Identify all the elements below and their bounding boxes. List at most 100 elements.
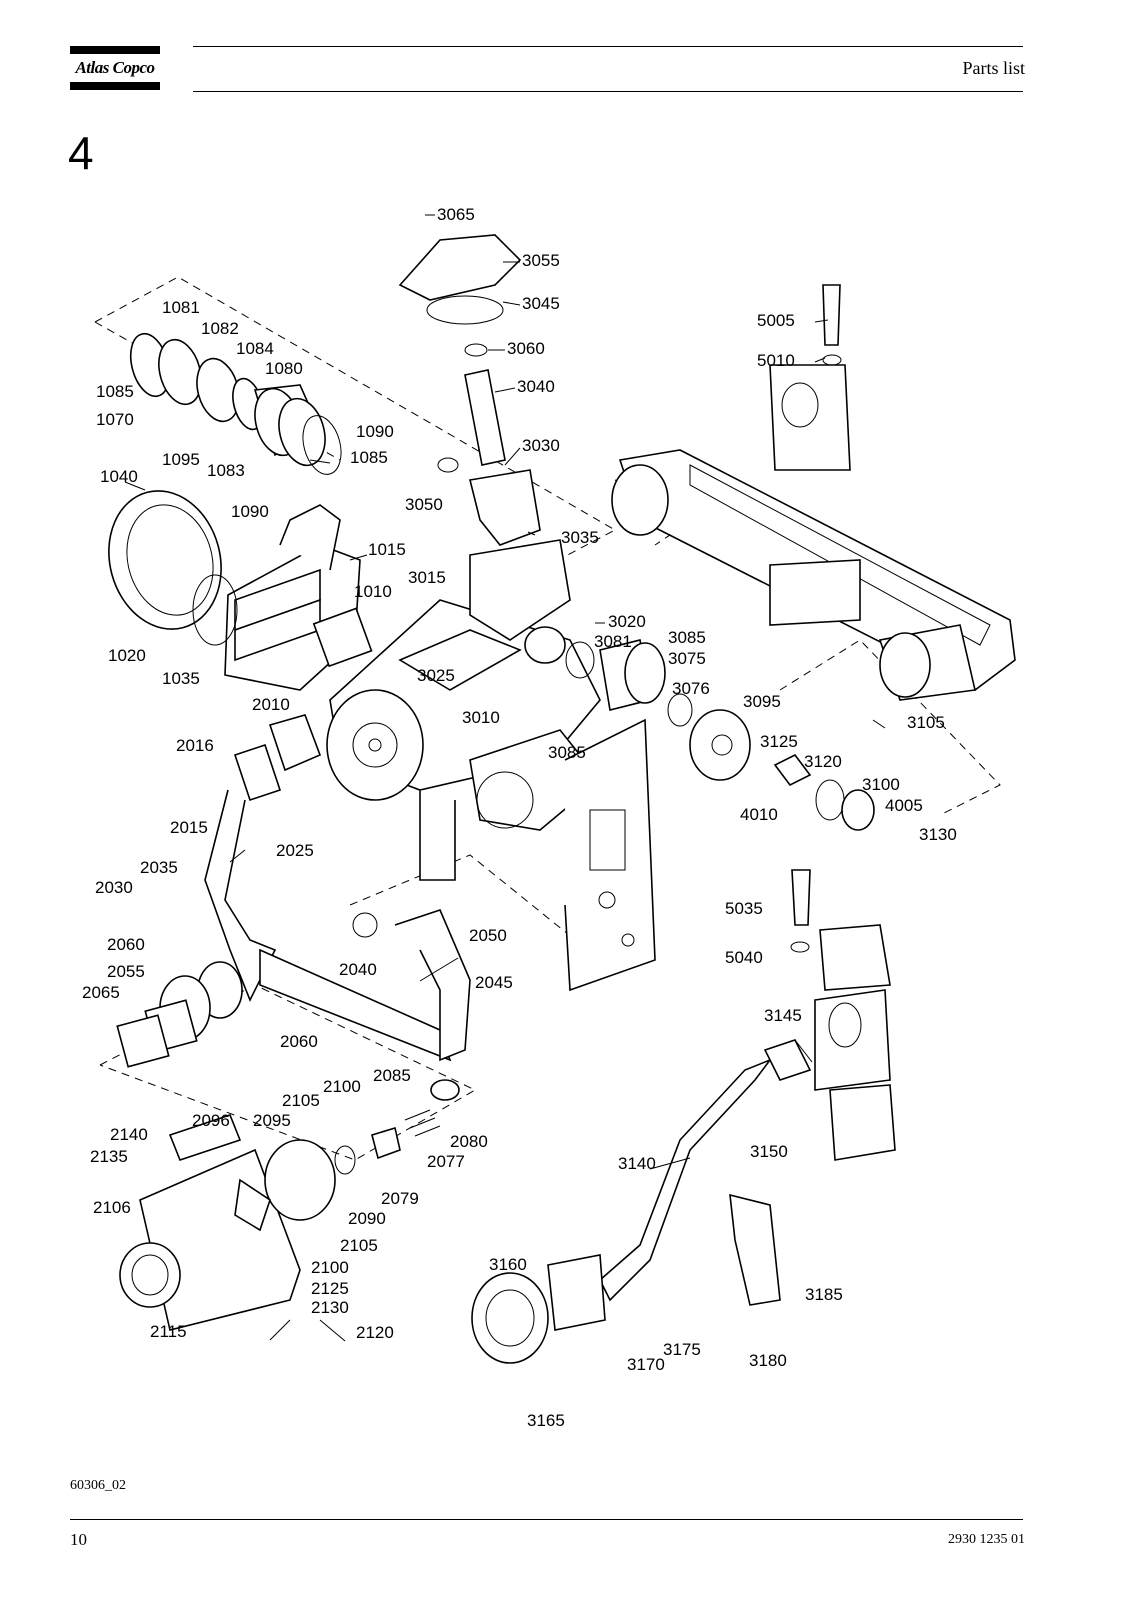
part-label: 2016 [176, 736, 214, 755]
part-label: 3130 [919, 825, 957, 844]
part-label: 3100 [862, 775, 900, 794]
part-label: 3010 [462, 708, 500, 727]
part-label: 2030 [95, 878, 133, 897]
part-label: 3185 [805, 1285, 843, 1304]
part-label: 2085 [373, 1066, 411, 1085]
part-label: 1090 [231, 502, 269, 521]
part-label: 3055 [522, 251, 560, 270]
part-label: 2115 [150, 1322, 187, 1341]
part-label: 1090 [356, 422, 394, 441]
part-label: 2096 [192, 1111, 230, 1130]
part-label: 3165 [527, 1411, 565, 1430]
part-label: 3105 [907, 713, 945, 732]
part-label: 2060 [280, 1032, 318, 1051]
part-label: 2120 [356, 1323, 394, 1342]
part-label: 3015 [408, 568, 446, 587]
part-label: 5005 [757, 311, 795, 330]
connection-flanges [116, 961, 243, 1068]
inlet-filter-cover [108, 490, 238, 646]
part-label: 2055 [107, 962, 145, 981]
air-inlet-hose-parts [129, 332, 342, 475]
thermostatic-valve-parts [565, 639, 875, 831]
part-label: 1035 [162, 669, 200, 688]
unloader-assembly [398, 234, 571, 664]
cooler-frame [611, 284, 1016, 701]
part-label: 2100 [323, 1077, 361, 1096]
atlas-copco-logo: Atlas Copco [70, 46, 160, 90]
part-label: 3060 [507, 339, 545, 358]
part-label: 3125 [760, 732, 798, 751]
part-label: 2050 [469, 926, 507, 945]
discharge-pipe-assembly [471, 1039, 812, 1364]
part-label: 2025 [276, 841, 314, 860]
part-label: 2140 [110, 1125, 148, 1144]
part-label: 1040 [100, 467, 138, 486]
part-label: 1070 [96, 410, 134, 429]
part-label: 2079 [381, 1189, 419, 1208]
part-label: 1084 [236, 339, 274, 358]
mounting-bracket [729, 1193, 781, 1306]
part-label: 1080 [265, 359, 303, 378]
part-label: 1010 [354, 582, 392, 601]
part-label: 1082 [201, 319, 239, 338]
part-label: 2065 [82, 983, 120, 1002]
part-label: 2125 [311, 1279, 349, 1298]
part-label: 5010 [757, 351, 795, 370]
logo-wordmark: Atlas Copco [75, 58, 155, 77]
part-label: 2105 [282, 1091, 320, 1110]
part-label: 4005 [885, 796, 923, 815]
part-label: 3150 [750, 1142, 788, 1161]
part-label: 1020 [108, 646, 146, 665]
part-label: 3085 [548, 743, 586, 762]
part-label: 3020 [608, 612, 646, 631]
part-label: 3040 [517, 377, 555, 396]
header-rule-top [193, 46, 1023, 47]
part-label: 3075 [668, 649, 706, 668]
part-label: 3180 [749, 1351, 787, 1370]
page-title: Parts list [962, 58, 1025, 78]
part-label: 3025 [417, 666, 455, 685]
header-rule-bottom [193, 91, 1023, 92]
part-number-labels: 3065 3055 3045 3060 3040 3030 3050 3035 … [82, 205, 957, 1430]
part-label: 2040 [339, 960, 377, 979]
leader-lines [124, 214, 886, 1342]
part-label: 2060 [107, 935, 145, 954]
part-label: 1095 [162, 450, 200, 469]
part-label: 1085 [350, 448, 388, 467]
section-number: 4 [68, 127, 94, 179]
part-label: 3050 [405, 495, 443, 514]
part-label: 3030 [522, 436, 560, 455]
part-label: 1015 [368, 540, 406, 559]
part-label: 2045 [475, 973, 513, 992]
part-label: 3035 [561, 528, 599, 547]
part-label: 5040 [725, 948, 763, 967]
part-label: 3095 [743, 692, 781, 711]
page-number: 10 [70, 1530, 87, 1549]
part-label: 3120 [804, 752, 842, 771]
part-label: 3076 [672, 679, 710, 698]
part-label: 3081 [594, 632, 632, 651]
part-label: 2130 [311, 1298, 349, 1317]
part-label: 3045 [522, 294, 560, 313]
part-label: 5035 [725, 899, 763, 918]
outlet-pipe-assembly [204, 714, 471, 1101]
logo-bar-top [70, 46, 160, 54]
part-label: 2015 [170, 818, 208, 837]
minimum-pressure-valve-assembly [119, 1109, 441, 1331]
part-label: 1085 [96, 382, 134, 401]
part-label: 4010 [740, 805, 778, 824]
part-label: 3175 [663, 1340, 701, 1359]
drawing-id: 60306_02 [70, 1478, 126, 1493]
footer-rule [70, 1519, 1023, 1520]
part-label: 3145 [764, 1006, 802, 1025]
part-label: 2010 [252, 695, 290, 714]
part-label: 2077 [427, 1152, 465, 1171]
part-label: 2106 [93, 1198, 131, 1217]
part-label: 1083 [207, 461, 245, 480]
oil-separator-housing [224, 504, 373, 691]
logo-bar-bottom [70, 82, 160, 90]
cooler-frame-lower [790, 869, 896, 1161]
part-label: 3160 [489, 1255, 527, 1274]
part-label: 1081 [162, 298, 200, 317]
document-number: 2930 1235 01 [948, 1532, 1025, 1547]
